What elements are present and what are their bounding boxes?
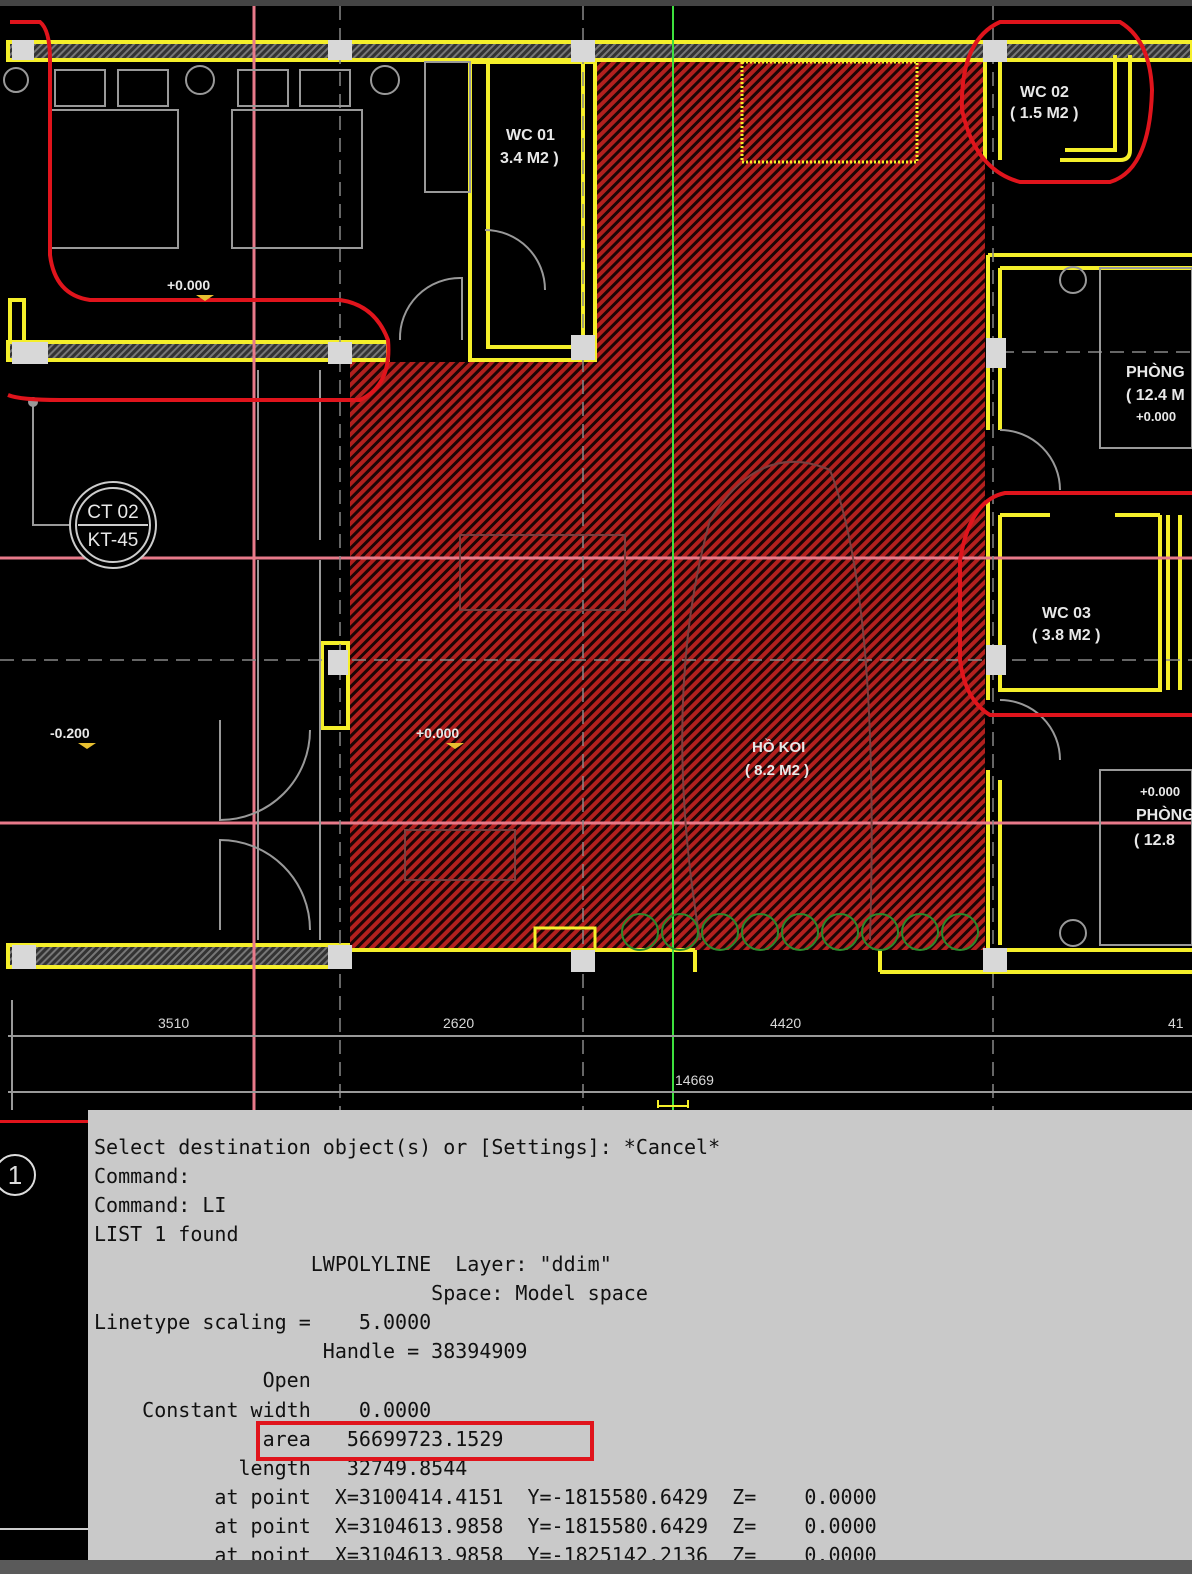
room-name: WC 02 [1020,84,1069,101]
dimension-label: 4420 [770,1015,801,1031]
level-mark: +0.000 [1140,784,1180,799]
room-name: WC 03 [1042,605,1091,622]
room-area: 3.4 M2 ) [500,150,559,167]
section-marker[interactable]: CT 02 KT-45 [69,481,157,569]
area-highlight-box [256,1421,594,1461]
dimension-label: 3510 [158,1015,189,1031]
command-line: LIST 1 found [94,1222,239,1246]
level-mark: +0.000 [167,277,210,293]
view-marker: 1 [0,1154,36,1196]
command-line: LWPOLYLINE Layer: "ddim" [94,1252,612,1276]
furniture [3,61,1192,947]
level-mark: -0.200 [50,725,90,741]
room-area: ( 12.8 [1134,832,1175,849]
room-area: ( 1.5 M2 ) [1010,105,1078,122]
command-line: Space: Model space [94,1281,648,1305]
command-line: at point X=3100414.4151 Y=-1815580.6429 … [94,1485,877,1509]
command-line: at point X=3104613.9858 Y=-1815580.6429 … [94,1514,877,1538]
room-area: ( 12.4 M [1126,387,1185,404]
command-line: Handle = 38394909 [94,1339,528,1363]
command-line: Constant width 0.0000 [94,1398,432,1422]
room-name: HỒ KOI [752,738,805,756]
koi-pond-hatch[interactable] [350,62,985,950]
command-line: Command: [94,1164,191,1188]
section-top: CT 02 [87,502,138,523]
room-area: ( 8.2 M2 ) [745,762,809,779]
level-mark: +0.000 [1136,409,1176,424]
command-history-panel[interactable]: Select destination object(s) or [Setting… [88,1110,1192,1560]
command-line: at point X=3104613.9858 Y=-1825142.2136 … [94,1543,877,1560]
left-strip: 1 [0,1110,88,1560]
revision-clouds[interactable] [7,20,1192,717]
dimension-label: 41 [1168,1015,1184,1031]
dimension-lines [8,1000,1192,1110]
level-mark: +0.000 [416,725,459,741]
room-name: WC 01 [506,127,555,144]
command-line: Select destination object(s) or [Setting… [94,1135,721,1159]
bottom-bar [0,1560,1192,1574]
room-area: ( 3.8 M2 ) [1032,627,1100,644]
walls [6,40,1192,974]
dimension-label: 2620 [443,1015,474,1031]
total-dimension-label: 14669 [675,1072,714,1088]
command-line: Command: LI [94,1193,227,1217]
room-name: PHÒNG [1126,362,1185,381]
command-line: Linetype scaling = 5.0000 [94,1310,432,1334]
area-line: area 56699723.1529 [94,1427,504,1451]
room-labels: WC 01 3.4 M2 ) WC 02 ( 1.5 M2 ) PHÒNG ( … [50,84,1192,849]
command-line: Open [94,1368,311,1392]
section-bottom: KT-45 [88,530,139,551]
room-name: PHÒNG [1136,805,1192,824]
